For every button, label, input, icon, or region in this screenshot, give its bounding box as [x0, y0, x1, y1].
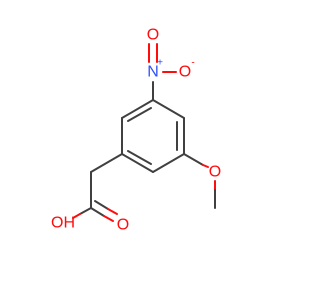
bond-ring-to-methoxy-o-red: [202, 164, 209, 168]
ring-bond-top-left-inner: [127, 107, 152, 122]
bond-ring-to-methoxy-o: [183, 153, 204, 166]
chemical-structure-diagram: N + O O - O OH O: [51, 27, 221, 234]
bond-carbonyl-double-b: [94, 200, 109, 210]
ring-bond-bottom-left-inner: [127, 150, 152, 165]
bond-carbonyl-double-a: [90, 207, 105, 217]
bond-ring-to-ch2: [90, 153, 123, 173]
bond-carbonyl-double-b-red: [107, 208, 118, 215]
ring-bond-top-right: [152, 99, 185, 119]
bond-carbonyl-double-a-red: [103, 215, 114, 222]
ring-bond-top-left: [121, 99, 154, 119]
acid-o-double-atom-label: O: [117, 217, 129, 234]
acid-oh-atom-label: OH: [51, 215, 75, 232]
nitro-o-minus-atom-label: O: [179, 64, 191, 81]
nitro-n-atom-label: N: [147, 64, 159, 81]
nitro-o-double-atom-label: O: [147, 27, 159, 44]
nitro-o-minus-charge-label: -: [191, 58, 194, 69]
ring-bond-bottom-left: [121, 153, 154, 173]
ring-bond-bottom-right: [152, 153, 185, 173]
bond-carbonyl-c-to-oh: [79, 207, 92, 215]
methoxy-o-atom-label: O: [209, 164, 221, 181]
nitro-n-charge-label: +: [157, 58, 163, 69]
bond-carbonyl-c-to-oh-red: [72, 213, 81, 219]
